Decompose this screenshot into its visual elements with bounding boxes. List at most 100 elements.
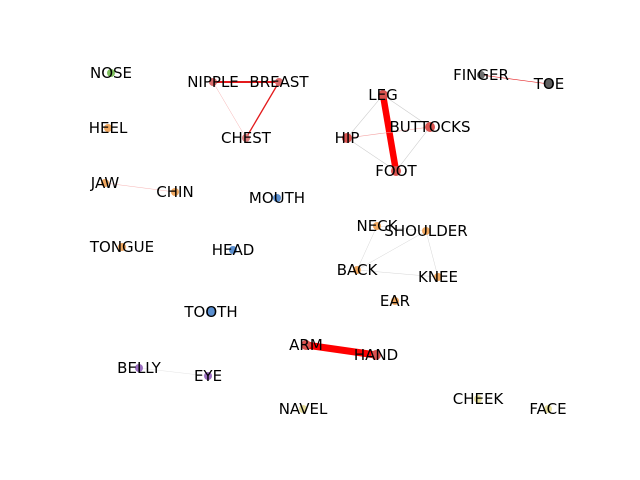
node-marker [273,194,281,202]
edge-belly-eye [138,367,209,377]
node-marker [373,222,381,230]
node-marker [477,71,485,79]
node-eye: EYE [194,367,222,385]
edge-hip-foot [346,137,397,172]
node-label: SHOULDER [384,222,467,240]
node-marker [371,350,381,360]
node-label: KNEE [418,268,458,286]
node-marker [135,364,143,372]
node-label: TONGUE [89,238,154,256]
node-nose: NOSE [90,64,132,82]
node-marker [544,405,552,413]
node-label: BREAST [249,73,309,91]
node-hip: HIP [335,129,360,147]
node-head: HEAD [212,241,255,259]
edge-buttocks-foot [395,126,431,172]
node-label: MOUTH [249,189,305,207]
node-neck: NECK [356,217,398,235]
node-chest: CHEST [221,129,272,147]
node-marker [301,340,311,350]
node-label: HAND [354,346,398,364]
node-label: BELLY [117,359,161,377]
node-belly: BELLY [117,359,161,377]
edge-breast-chest [245,81,280,139]
edge-neck-shoulder [376,225,427,232]
node-tooth: TOOTH [183,303,237,321]
node-marker [275,78,283,86]
node-marker [118,243,126,251]
node-label: TOOTH [183,303,237,321]
edge-back-knee [356,269,439,278]
node-marker [434,273,442,281]
edge-leg-foot [379,94,400,172]
node-chin: CHIN [156,183,193,201]
edge-layer [104,74,550,377]
node-jaw: JAW [90,174,120,192]
node-label: NIPPLE [187,73,239,91]
node-nipple: NIPPLE [187,73,239,91]
edge-nipple-chest [212,81,247,139]
node-label: HIP [335,129,360,147]
edge-leg-hip [346,94,384,139]
node-navel: NAVEL [279,400,328,418]
node-label: CHEST [221,129,272,147]
node-heel: HEEL [89,119,128,137]
node-label: NECK [356,217,398,235]
node-marker [342,133,352,143]
node-marker [107,69,115,77]
node-label: BUTTOCKS [390,118,471,136]
node-marker [101,179,109,187]
node-tongue: TONGUE [89,238,154,256]
node-foot: FOOT [375,162,417,180]
node-label: NAVEL [279,400,328,418]
edge-finger-toe [480,74,550,85]
node-label: EAR [380,292,410,310]
node-label: JAW [90,174,120,192]
node-shoulder: SHOULDER [384,222,467,240]
edge-neck-back [356,225,378,271]
node-buttocks: BUTTOCKS [390,118,471,136]
edge-shoulder-knee [425,230,439,278]
node-face: FACE [529,400,566,418]
node-back: BACK [337,261,379,279]
node-marker [425,122,435,132]
node-breast: BREAST [249,73,309,91]
node-knee: KNEE [418,268,458,286]
node-hand: HAND [354,346,398,364]
node-marker [206,307,216,317]
node-marker [171,188,179,196]
node-ear: EAR [380,292,410,310]
edge-hip-buttocks [346,126,431,139]
edge-shoulder-back [356,230,427,271]
node-leg: LEG [368,86,397,104]
node-label: NOSE [90,64,132,82]
node-label: FINGER [453,66,509,84]
edge-leg-buttocks [382,94,431,128]
node-label: FACE [529,400,566,418]
node-label: FOOT [375,162,417,180]
edge-jaw-chin [104,182,176,193]
node-marker [209,78,217,86]
node-label: LEG [368,86,397,104]
node-marker [422,227,430,235]
node-marker [204,372,212,380]
edge-arm-hand [305,341,377,359]
node-arm: ARM [289,336,323,354]
node-marker [353,266,361,274]
node-marker [544,79,554,89]
node-label: CHEEK [453,390,505,408]
node-marker [299,405,307,413]
node-label: EYE [194,367,222,385]
node-marker [391,297,399,305]
node-label: CHIN [156,183,193,201]
node-marker [104,124,112,132]
node-label: ARM [289,336,323,354]
node-label: BACK [337,261,379,279]
node-cheek: CHEEK [453,390,505,408]
node-mouth: MOUTH [249,189,305,207]
node-finger: FINGER [453,66,509,84]
node-label: HEEL [89,119,128,137]
node-marker [474,395,482,403]
